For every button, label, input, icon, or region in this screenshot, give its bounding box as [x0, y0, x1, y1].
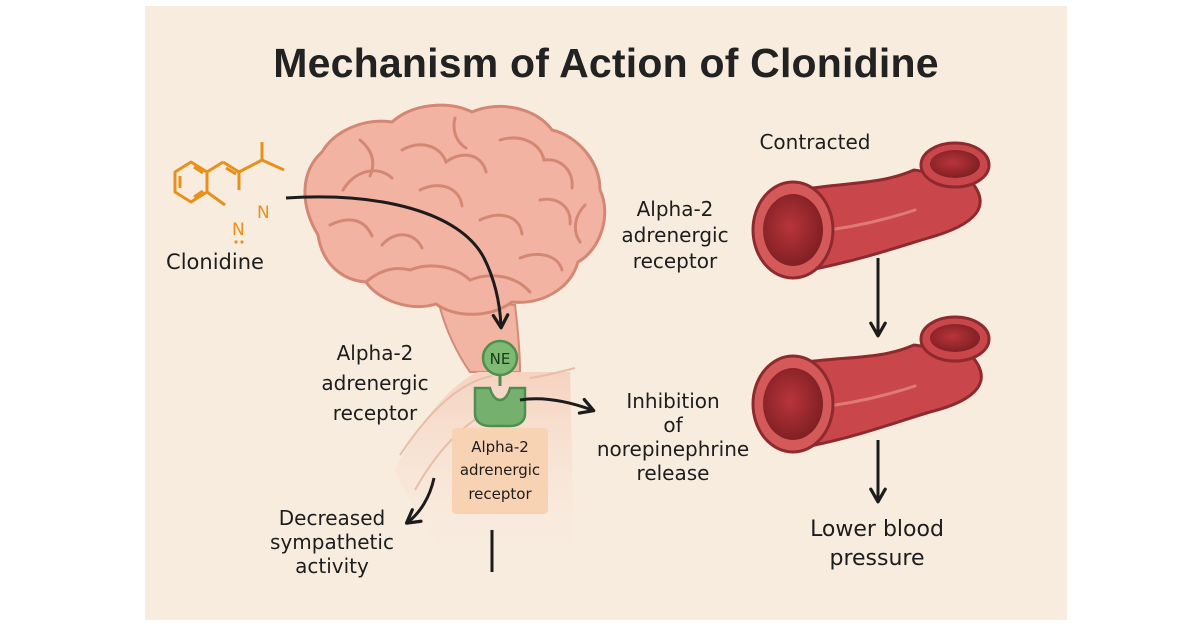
lone-pair-dot — [234, 240, 238, 244]
drug-to-receptor-arrow — [285, 195, 510, 330]
clonidine-structure — [173, 142, 285, 207]
receptor-label-left: Alpha-2 adrenergic receptor — [321, 341, 429, 425]
spinal-contour — [529, 367, 576, 379]
ne-ligand — [481, 339, 519, 377]
contracted-label: Contracted — [759, 130, 871, 154]
alpha2-receptor — [473, 386, 527, 428]
receptor-label-box — [452, 428, 548, 514]
page-title: Mechanism of Action of Clonidine — [273, 40, 939, 86]
receptor-label-box-text: Alpha-2 adrenergic receptor — [459, 438, 541, 503]
brain — [303, 103, 607, 316]
relaxed-vessel — [751, 315, 991, 454]
inhibition-arrow — [519, 397, 596, 415]
decreased-sympathetic-label: Decreased sympathetic activity — [270, 506, 394, 578]
contracted-vessel — [751, 141, 991, 280]
clonidine-label: Clonidine — [166, 250, 264, 274]
inhibition-label: Inhibition of norepinephrine release — [596, 389, 750, 485]
lone-pair-dot — [240, 240, 244, 244]
atom-n-label: N — [257, 203, 270, 223]
atom-n-label: N — [232, 220, 245, 240]
sympathetic-arrow — [404, 477, 436, 525]
spinal-contour — [399, 375, 493, 456]
lower-blood-pressure-label: Lower blood pressure — [810, 517, 944, 571]
vessel-receptor-label: Alpha-2 adrenergic receptor — [621, 197, 729, 273]
diagram-panel — [145, 6, 1067, 620]
ne-label: NE — [490, 350, 511, 368]
